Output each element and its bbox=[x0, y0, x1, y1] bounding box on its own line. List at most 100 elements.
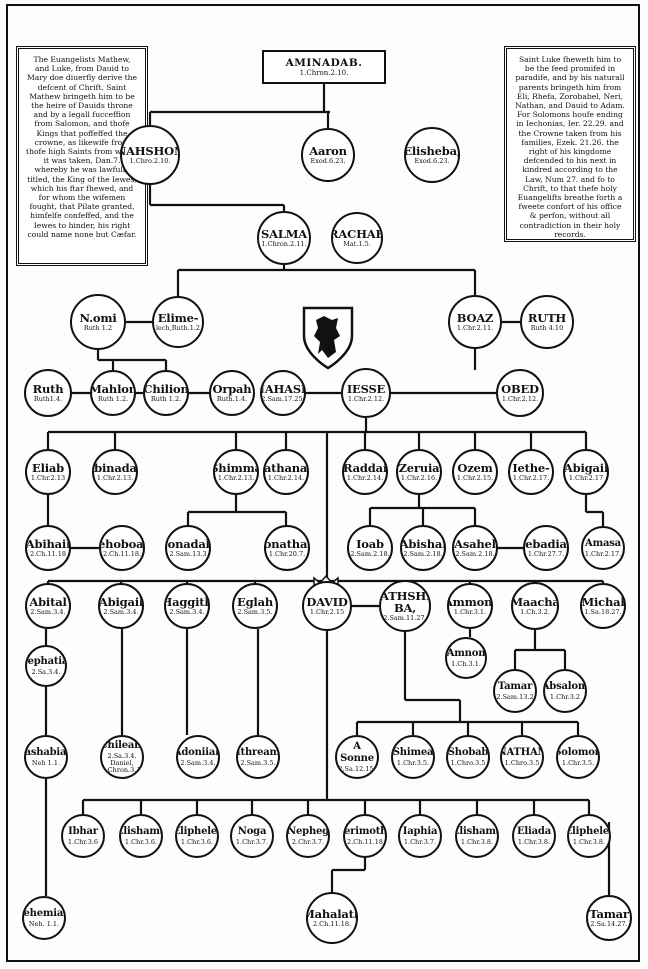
person-node: Ammon.1.Chr.3.1. bbox=[447, 583, 493, 629]
person-reference: Exod.6.23. bbox=[310, 157, 346, 165]
person-name: Nathanael bbox=[263, 461, 308, 475]
person-reference: 2.Sa.14.27. bbox=[590, 920, 628, 928]
person-reference: 2.Ch.11.18. bbox=[102, 550, 142, 558]
person-reference: Mat.1.5. bbox=[343, 240, 371, 248]
person-name: A Sonne bbox=[340, 741, 374, 764]
person-name: N.omi bbox=[79, 311, 117, 325]
person-name: Eglah bbox=[237, 595, 273, 609]
person-reference: 2.Sam.2.18. bbox=[403, 550, 443, 558]
person-name: Eliab bbox=[32, 461, 64, 475]
person-name: Elisheba, bbox=[404, 144, 460, 158]
person-reference: 1.Chr.2.15 bbox=[309, 608, 345, 616]
person-name: Abital bbox=[29, 595, 67, 609]
person-node: Mahalath2.Ch.11.18. bbox=[306, 892, 358, 944]
person-reference: 2.Sa.3.4. Daniel, 1.Chron.3.1. bbox=[101, 752, 143, 774]
person-name: Ibhar bbox=[68, 826, 98, 837]
person-reference: Ruth 1.2. bbox=[97, 395, 129, 403]
person-reference: 2.Sa.3.4. bbox=[31, 668, 61, 676]
person-reference: lech,Ruth.1.2 bbox=[155, 324, 201, 332]
person-name: Solomon bbox=[556, 747, 600, 758]
person-reference: 1.Chr.3.1. bbox=[453, 608, 487, 616]
person-name: Ierimoth. bbox=[344, 826, 387, 837]
person-reference: 1.Chr.3.7. bbox=[235, 838, 269, 846]
person-name: OBED bbox=[501, 382, 539, 396]
person-name: Chilion bbox=[143, 382, 189, 396]
person-name: Adoniiah bbox=[176, 747, 220, 758]
person-reference: 2.Chr.3.7. bbox=[291, 838, 325, 846]
person-node: Shephatiah,2.Sa.3.4. bbox=[25, 645, 67, 687]
person-reference: 1.Chr.3.8. bbox=[572, 838, 606, 846]
person-name: Haggith bbox=[164, 595, 210, 609]
person-reference: Exod.6.23. bbox=[414, 157, 450, 165]
person-name: Asahel bbox=[454, 537, 496, 551]
person-reference: 2.Ch.11.18 bbox=[346, 838, 384, 846]
person-name: Abigail bbox=[563, 461, 609, 475]
person-reference: 2.Sam.13.2 bbox=[496, 693, 534, 701]
person-name: Ammon. bbox=[447, 595, 493, 609]
person-name: Abihail bbox=[25, 537, 71, 551]
person-name: Shimma bbox=[215, 461, 259, 475]
person-name: Ithream bbox=[236, 747, 280, 758]
person-reference: 2.Ch.11.18 bbox=[29, 550, 67, 558]
person-name: DAVID bbox=[306, 595, 348, 609]
person-name: Elime- bbox=[157, 311, 199, 325]
person-node: Abinadab1.Chr.2.13. bbox=[92, 449, 138, 495]
person-reference: 1.Chr.2.17. bbox=[512, 474, 550, 482]
person-node: Elisheba,Exod.6.23. bbox=[404, 127, 460, 183]
person-name: Eliada bbox=[517, 826, 551, 837]
person-reference: 1.Chr.3.2 bbox=[549, 693, 581, 701]
person-reference: 1.Chro.3.5 bbox=[450, 759, 486, 767]
person-reference: 1.Chr.2.13 bbox=[30, 474, 66, 482]
person-node: Nathanael1.Chr.2.14. bbox=[263, 449, 309, 495]
person-name: Shimea bbox=[392, 747, 434, 758]
person-name: Nepheg bbox=[287, 826, 329, 837]
left-tablet-text: The Euangelists Mathew, and Luke, from D… bbox=[26, 55, 138, 239]
person-node: BATHSHE-BA,2.Sam.11.27. bbox=[379, 580, 431, 632]
person-name: Ionadab bbox=[165, 537, 211, 551]
person-reference: 2.Ch.11.18. bbox=[312, 920, 352, 928]
person-name: Abinadab bbox=[94, 461, 137, 475]
person-name: Aaron bbox=[309, 144, 347, 158]
person-name: NAHASH bbox=[262, 382, 304, 396]
person-reference: 1.Chro.2.10. bbox=[129, 157, 171, 165]
person-reference: Ruth1.4. bbox=[33, 395, 63, 403]
person-reference: 1.Chr.3.8. bbox=[517, 838, 551, 846]
right-tablet-text: Saint Luke fheweth him to be the feed pr… bbox=[515, 55, 625, 239]
person-name: Mahlon bbox=[90, 382, 136, 396]
person-reference: 1.Chr.3.6. bbox=[124, 838, 158, 846]
person-node: Iethe-1.Chr.2.17. bbox=[508, 449, 554, 495]
person-name: Tamar bbox=[589, 907, 629, 921]
person-reference: 1.Chr.2.12. bbox=[501, 395, 539, 403]
person-name: Ioab bbox=[356, 537, 384, 551]
person-reference: 2.Sam.17.25. bbox=[261, 395, 305, 403]
person-node: NAHASH2.Sam.17.25. bbox=[260, 370, 306, 416]
person-reference: 1.Chr.20.7. bbox=[268, 550, 306, 558]
person-name: Eliphelet bbox=[175, 826, 219, 837]
